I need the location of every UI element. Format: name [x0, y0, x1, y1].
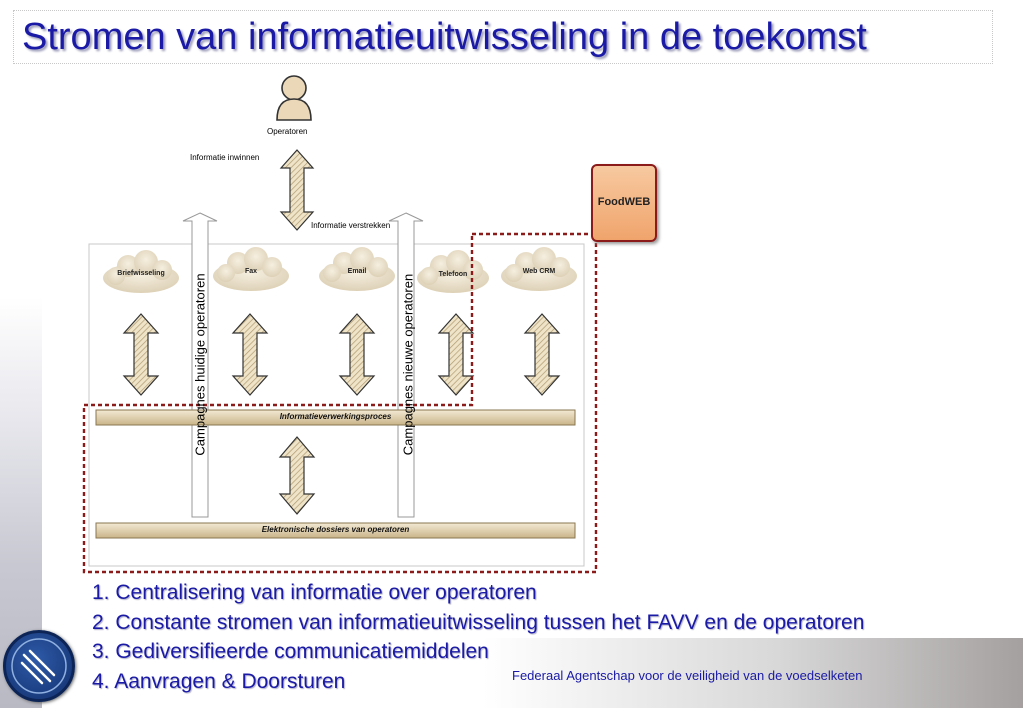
dashed-integration-outline: [82, 232, 598, 574]
footer-background-band: [42, 638, 1023, 708]
key-point: 2. Constante stromen van informatieuitwi…: [92, 610, 865, 634]
channel-arrow-email: [338, 313, 376, 396]
channel-arrow-fax: [231, 313, 269, 396]
channel-arrow-telefoon: [437, 313, 475, 396]
footer-agency-name: Federaal Agentschap voor de veiligheid v…: [512, 668, 863, 683]
lower-double-arrow: [278, 436, 316, 515]
cloud-fax: [213, 247, 289, 291]
info-collect-label: Informatie inwinnen: [190, 153, 260, 162]
top-double-arrow: [279, 149, 315, 231]
operator-label: Operatoren: [267, 127, 308, 136]
info-provide-label: Informatie verstrekken: [311, 221, 391, 230]
channel-arrow-web-crm: [523, 313, 561, 396]
cloud-briefwisseling: [103, 250, 179, 293]
logo-emblem-icon: [11, 638, 67, 694]
key-point: 1. Centralisering van informatie over op…: [92, 581, 537, 604]
campaign-new-label: Campagnes nieuwe operatoren: [400, 273, 416, 456]
slide-title: Stromen van informatieuitwisseling in de…: [22, 16, 867, 58]
key-points-list: 1. Centralisering van informatie over op…: [92, 578, 864, 696]
key-point: 3. Gediversifieerde communicatiemiddelen: [92, 640, 489, 663]
channel-label-web-crm: Web CRM: [522, 268, 556, 275]
key-point: 4. Aanvragen & Doorsturen: [92, 669, 346, 693]
processing-bar-label: Informatieverwerkingsproces: [279, 412, 392, 421]
channel-label-telefoon: Telefoon: [438, 271, 468, 278]
processing-bar: [95, 409, 576, 426]
foodweb-box: FoodWEB: [591, 164, 657, 242]
title-frame: [13, 10, 993, 64]
dossiers-bar-label: Elektronische dossiers van operatoren: [261, 525, 410, 534]
dossiers-bar: [95, 522, 576, 539]
campaign-current-label: Campagnes huidige operatoren: [192, 273, 208, 456]
channel-label-fax: Fax: [244, 268, 258, 275]
operator-person-icon: [276, 75, 312, 121]
cloud-web-crm: [501, 247, 577, 291]
cloud-email: [319, 247, 395, 291]
channel-label-email: Email: [347, 268, 367, 275]
channel-label-briefwisseling: Briefwisseling: [117, 270, 165, 277]
left-background-band: [0, 0, 42, 708]
agency-logo: [3, 630, 75, 702]
channel-arrow-briefwisseling: [122, 313, 160, 396]
foodweb-label: FoodWEB: [597, 196, 651, 208]
campaign-new-arrow: [388, 212, 424, 518]
campaign-current-arrow: [182, 212, 218, 518]
